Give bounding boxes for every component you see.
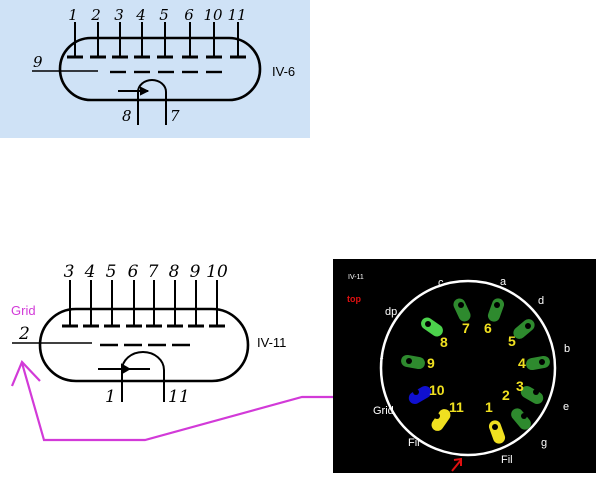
iv6-pin-7-label: 7 xyxy=(170,107,180,125)
iv11-pin-label: 6 xyxy=(128,262,139,282)
iv6-pin-label: 5 xyxy=(159,6,169,24)
socket-pin-number: 3 xyxy=(516,378,524,394)
socket-pin-number: 6 xyxy=(484,320,492,336)
iv6-pin-label: 4 xyxy=(135,6,146,24)
socket-pin-number: 7 xyxy=(462,320,470,336)
iv11-tube-label: IV-11 xyxy=(257,335,286,350)
segment-label-e: e xyxy=(563,401,569,413)
socket-pin xyxy=(487,298,505,322)
socket-labels: IV-11 top c a dp d b f e g Grid Fil Fil xyxy=(347,274,570,466)
socket-pin-number: 10 xyxy=(429,382,445,398)
iv6-pin-label: 3 xyxy=(114,6,124,24)
socket-key-arrow xyxy=(451,457,462,472)
socket-pin-holes xyxy=(406,302,545,430)
iv11-filament xyxy=(98,351,165,402)
socket-fil-right-label: Fil xyxy=(501,454,513,466)
socket-pin-number: 1 xyxy=(485,399,493,415)
segment-label-d: d xyxy=(538,295,544,307)
iv6-filament xyxy=(118,79,167,125)
socket-pin xyxy=(401,354,425,370)
iv6-pin-label: 1 xyxy=(68,6,78,24)
iv11-tube-envelope xyxy=(38,307,250,383)
iv6-top-pin-labels: 1 2 3 4 5 6 10 11 xyxy=(68,6,246,24)
socket-pins xyxy=(401,298,550,444)
socket-grid-label: Grid xyxy=(373,405,394,417)
segment-label-g: g xyxy=(541,437,547,449)
iv6-tube-envelope xyxy=(58,36,262,102)
iv11-pin-label: 5 xyxy=(106,262,117,282)
iv6-pin-label: 2 xyxy=(90,6,101,24)
iv11-pin-label: 4 xyxy=(84,262,96,282)
socket-title: IV-11 xyxy=(348,274,364,281)
segment-label-f: f xyxy=(380,355,384,367)
segment-label-b: b xyxy=(564,343,570,355)
socket-pin xyxy=(520,386,544,404)
socket-pin-number: 9 xyxy=(427,355,435,371)
iv11-pin-label: 10 xyxy=(206,262,228,282)
iv6-top-pins xyxy=(74,22,239,56)
iv11-pin-label: 8 xyxy=(169,262,180,282)
socket-pin-numbers: 7 6 5 8 4 9 3 10 11 1 2 xyxy=(427,320,526,415)
iv6-pin-8-label: 8 xyxy=(122,107,132,125)
socket-fil-left-label: Fil xyxy=(408,437,420,449)
socket-pin xyxy=(453,298,471,322)
iv11-diagram: 3 4 5 6 7 8 9 10 Grid 2 1 11 IV-11 xyxy=(11,262,286,407)
socket-pin-number: 8 xyxy=(440,334,448,350)
socket-pin-number: 4 xyxy=(518,355,526,371)
socket-pin xyxy=(526,355,550,371)
iv11-pin-label: 3 xyxy=(64,262,75,282)
socket-pin xyxy=(408,386,432,404)
socket-pin xyxy=(431,409,451,431)
iv11-pin-label: 7 xyxy=(148,262,159,282)
iv6-panel-background xyxy=(0,0,310,138)
iv11-pin-1-label: 1 xyxy=(105,387,116,407)
iv11-pin-label: 9 xyxy=(190,262,201,282)
socket-pin-number: 11 xyxy=(449,399,464,415)
socket-top-label: top xyxy=(347,294,361,304)
iv11-top-pins xyxy=(69,280,218,325)
segment-label-c: c xyxy=(438,277,444,289)
segment-label-a: a xyxy=(500,276,507,288)
iv11-pin-11-label: 11 xyxy=(168,387,190,407)
iv11-socket-panel: 7 6 5 8 4 9 3 10 11 1 2 IV-11 top c a dp… xyxy=(333,259,596,473)
socket-pin-number: 2 xyxy=(502,387,510,403)
iv11-top-pin-labels: 3 4 5 6 7 8 9 10 xyxy=(64,262,228,282)
segment-label-dp: dp xyxy=(385,306,397,318)
socket-pin xyxy=(511,408,531,430)
iv6-pin-label: 10 xyxy=(203,6,223,24)
iv6-pin-label: 6 xyxy=(184,6,194,24)
iv11-grid-label: Grid xyxy=(11,303,36,318)
iv6-tube-label: IV-6 xyxy=(272,64,295,79)
iv6-pin-label: 11 xyxy=(227,6,246,24)
iv6-grid-pin-label: 9 xyxy=(33,53,43,71)
iv11-grid-pin-label: 2 xyxy=(18,324,30,344)
socket-background xyxy=(333,259,596,473)
iv6-diagram: 1 2 3 4 5 6 10 11 9 8 7 IV-6 xyxy=(0,0,310,138)
socket-ring xyxy=(379,279,557,457)
socket-pin-number: 5 xyxy=(508,333,516,349)
